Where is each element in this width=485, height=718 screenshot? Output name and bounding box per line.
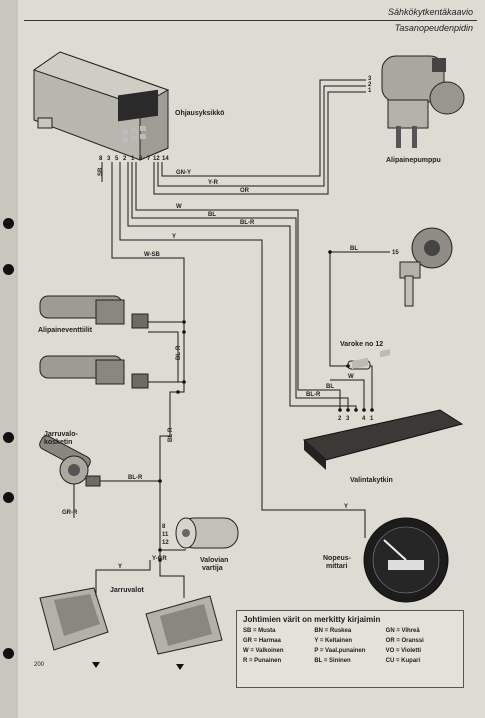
svg-text:OR: OR	[240, 188, 250, 194]
brake-lights-label: Jarruvalot	[110, 587, 145, 594]
lamp-holder-label-line1: Valovian	[200, 557, 228, 564]
lamp-holder-label-line2: vartija	[202, 565, 223, 572]
svg-text:Y: Y	[118, 564, 122, 570]
control-unit-drawing	[32, 51, 170, 161]
svg-text:SB: SB	[98, 167, 104, 176]
svg-text:2: 2	[123, 156, 127, 162]
page-header-title: Sähkökytkentäkaavio	[387, 7, 473, 17]
svg-text:BL: BL	[350, 246, 358, 252]
page-header-subtitle: Tasanopeudenpidin	[394, 23, 473, 33]
svg-text:BL-R: BL-R	[168, 427, 174, 442]
lamp-holder-drawing	[175, 517, 239, 549]
legend-entry: OR = Oranssi	[385, 638, 424, 644]
selector-pin-numbers: 2 3 4 1	[338, 416, 374, 422]
svg-text:4: 4	[362, 416, 366, 422]
legend-entry: SB = Musta	[243, 628, 276, 634]
svg-text:2: 2	[368, 82, 372, 88]
wire-color-legend: Johtimien värit on merkitty kirjaimin SB…	[236, 610, 464, 688]
air-pump-drawing	[381, 55, 465, 148]
svg-text:3: 3	[107, 156, 111, 162]
svg-text:15: 15	[392, 250, 399, 256]
svg-text:BL-R: BL-R	[240, 220, 255, 226]
selector-switch-label: Valintakytkin	[350, 477, 393, 484]
legend-grid: SB = Musta BN = Ruskea GN = Vihreä GR = …	[243, 627, 457, 666]
svg-text:6: 6	[139, 156, 143, 162]
legend-entry: CU = Kupari	[385, 658, 421, 664]
svg-text:BL: BL	[208, 212, 216, 218]
misc-pin-numbers: 15 8 11 12	[162, 250, 399, 546]
svg-text:2: 2	[338, 416, 342, 422]
brake-lights-drawing	[39, 587, 223, 670]
legend-title: Johtimien värit on merkitty kirjaimin	[243, 615, 381, 624]
svg-text:W: W	[348, 374, 354, 380]
svg-text:1: 1	[368, 88, 372, 94]
legend-entry: VO = Violetti	[385, 648, 422, 654]
svg-text:7: 7	[147, 156, 151, 162]
binder-hole-3	[3, 432, 14, 443]
svg-text:GN-Y: GN-Y	[176, 170, 191, 176]
page-number: 200	[34, 662, 45, 668]
speedometer-drawing	[363, 517, 449, 603]
svg-text:11: 11	[162, 532, 169, 538]
speedometer-label-line2: mittari	[326, 563, 347, 570]
svg-text:W-SB: W-SB	[144, 252, 161, 258]
svg-text:5: 5	[115, 156, 119, 162]
svg-text:12: 12	[153, 156, 160, 162]
svg-text:8: 8	[162, 524, 166, 530]
selector-switch-drawing	[302, 349, 464, 470]
control-pin-numbers: 8 3 5 2 1 6 7 12 14	[99, 156, 169, 162]
svg-text:3: 3	[346, 416, 350, 422]
svg-text:W: W	[176, 204, 182, 210]
legend-entry: GN = Vihreä	[385, 628, 420, 634]
ignition-lock-drawing	[399, 227, 453, 307]
svg-text:14: 14	[162, 156, 169, 162]
svg-text:BL-R: BL-R	[176, 345, 182, 360]
svg-text:1: 1	[370, 416, 374, 422]
svg-text:12: 12	[162, 540, 169, 546]
brake-switch-label-line2: kosketin	[44, 439, 72, 446]
speedometer-label-line1: Nopeus-	[323, 555, 352, 562]
svg-text:GR-R: GR-R	[62, 510, 78, 516]
legend-entry: BN = Ruskea	[314, 628, 352, 634]
svg-text:Y-GR: Y-GR	[152, 556, 167, 562]
legend-entry: GR = Harmaa	[243, 638, 281, 644]
svg-text:8: 8	[99, 156, 103, 162]
legend-entry: Y = Keltainen	[314, 638, 353, 644]
pump-pin-numbers: 3 2 1	[368, 76, 372, 94]
svg-text:3: 3	[368, 76, 372, 82]
svg-text:BL: BL	[326, 384, 334, 390]
binder-hole-4	[3, 492, 14, 503]
wire-code-labels: GN-Y Y-R OR W BL BL-R Y W-SB SB BL-R BL-…	[62, 167, 358, 570]
brake-switch-label-line1: Jarruvalo-	[44, 431, 79, 438]
svg-text:Y-R: Y-R	[208, 180, 219, 186]
connector-dots	[158, 250, 374, 562]
binder-hole-2	[3, 264, 14, 275]
svg-text:BL-R: BL-R	[306, 392, 321, 398]
svg-text:BL-R: BL-R	[128, 475, 143, 481]
air-pump-label: Alipainepumppu	[386, 157, 441, 164]
legend-entry: R = Punainen	[243, 658, 282, 664]
legend-entry: P = Vaal.punainen	[314, 648, 366, 654]
binder-hole-5	[3, 648, 14, 659]
svg-text:1: 1	[131, 156, 135, 162]
svg-text:Y: Y	[172, 234, 176, 240]
fuse-label: Varoke no 12	[340, 341, 383, 348]
binder-hole-1	[3, 218, 14, 229]
control-unit-label: Ohjausyksikkö	[175, 110, 224, 117]
legend-entry: W = Valkoinen	[243, 648, 284, 654]
header-rule	[24, 20, 477, 21]
legend-entry: BL = Sininen	[314, 658, 351, 664]
vacuum-valves-drawing	[39, 295, 149, 389]
vacuum-valves-label: Alipaineventtiilit	[38, 327, 93, 334]
svg-text:Y: Y	[344, 504, 348, 510]
